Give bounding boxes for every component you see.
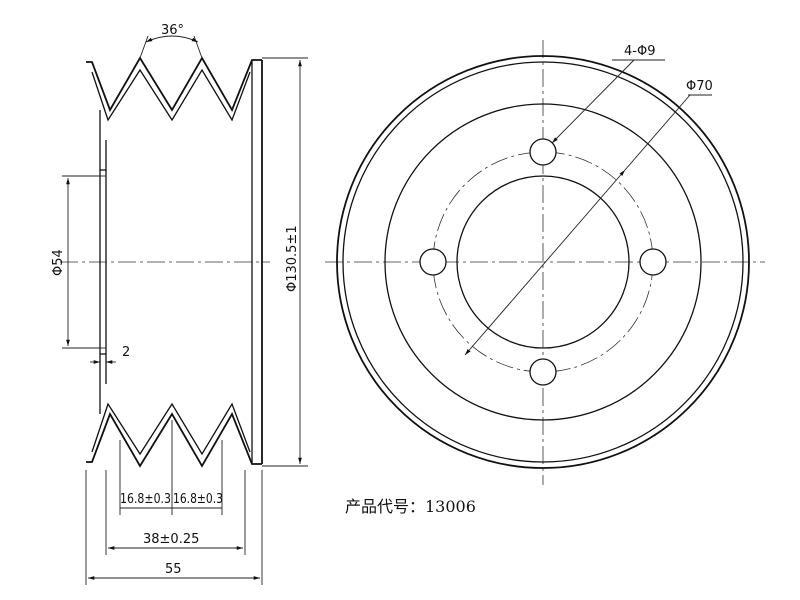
bolt-hole-top	[529, 138, 557, 166]
top-flange-wall	[99, 110, 107, 171]
angle-ext-left	[139, 35, 149, 59]
angle-ext-right	[193, 35, 203, 59]
pitch-1-label: 16.8±0.3	[120, 492, 171, 507]
width-dimension-label: 55	[165, 562, 182, 577]
bolt-circle-dim-line	[464, 169, 626, 356]
bolt-hole-bottom	[529, 358, 557, 386]
mid-circle	[384, 103, 702, 421]
pitch-2-label: 16.8±0.3	[173, 492, 223, 507]
bottom-groove-profile-inner	[91, 402, 251, 456]
angle-arc	[145, 35, 199, 43]
bore-dimension-label: Φ54	[51, 249, 66, 276]
span-dimension-label: 38±0.25	[143, 532, 199, 547]
bolt-circle-leader	[624, 94, 691, 171]
bolt-circle-label: Φ70	[686, 79, 713, 94]
inner-rim-circle	[342, 61, 744, 463]
outer-rim-circle	[336, 55, 750, 469]
top-groove-profile-outer	[86, 56, 262, 113]
flange-thickness-label: 2	[122, 345, 130, 360]
bolt-hole-left	[419, 248, 447, 276]
bottom-groove-profile-outer	[86, 411, 262, 468]
top-groove-profile-inner	[91, 68, 251, 122]
side-view: 36° Φ54 Φ130.5±1 2 16.8±0.3 16.8±0.3 38±…	[51, 23, 308, 585]
hole-pattern-label: 4-Φ9	[624, 44, 655, 59]
angle-dimension-label: 36°	[161, 23, 184, 38]
front-view: 4-Φ9 Φ70	[325, 40, 765, 485]
bottom-flange-wall	[99, 353, 107, 414]
hole-leader-line	[551, 59, 635, 144]
product-code-label: 产品代号：13006	[345, 497, 476, 516]
bolt-hole-right	[639, 248, 667, 276]
od-dimension-label: Φ130.5±1	[285, 225, 300, 292]
